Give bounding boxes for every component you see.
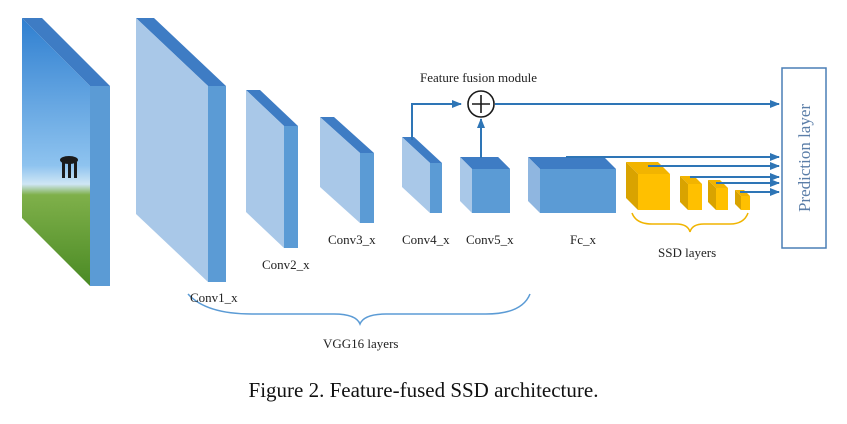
fusion-arrows <box>411 100 780 158</box>
prediction-layer-label: Prediction layer <box>795 104 814 212</box>
ssd-layers <box>626 162 750 210</box>
conv1-block <box>136 18 226 282</box>
prediction-layer-box: Prediction layer <box>781 67 827 249</box>
ssd-block-2 <box>680 176 702 210</box>
input-image <box>22 18 110 286</box>
fusion-plus-icon <box>467 90 495 118</box>
conv2-label: Conv2_x <box>262 257 310 272</box>
feature-fusion-label: Feature fusion module <box>420 70 537 85</box>
conv5-block <box>460 157 510 213</box>
vgg16-layers-brace <box>187 293 531 327</box>
ssd-block-1 <box>626 162 670 210</box>
conv5-label: Conv5_x <box>466 232 514 247</box>
conv4-block <box>402 137 442 213</box>
ssd-layers-label: SSD layers <box>658 245 716 260</box>
conv4-label: Conv4_x <box>402 232 450 247</box>
conv3-block <box>320 117 374 223</box>
prediction-arrows <box>566 153 780 196</box>
fc-label: Fc_x <box>570 232 597 247</box>
conv1-label: Conv1_x <box>190 290 238 305</box>
conv3-label: Conv3_x <box>328 232 376 247</box>
horses-silhouette <box>60 156 78 178</box>
ssd-block-3 <box>708 180 728 210</box>
fc-block <box>528 157 616 213</box>
figure-caption: Figure 2. Feature-fused SSD architecture… <box>248 378 599 402</box>
vgg16-layers-label: VGG16 layers <box>323 336 398 351</box>
ssd-layers-brace <box>631 212 749 233</box>
conv4-to-fusion-arrow <box>411 100 462 140</box>
conv2-block <box>246 90 298 248</box>
